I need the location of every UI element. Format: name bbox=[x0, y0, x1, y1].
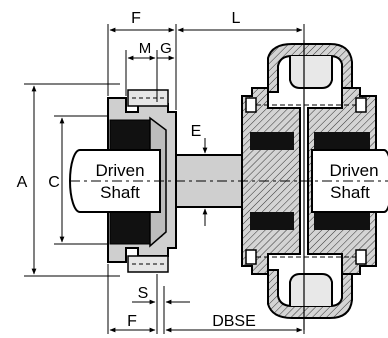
right-shaft-label-line1: Driven bbox=[329, 161, 378, 180]
left-shaft-label-line1: Driven bbox=[95, 161, 144, 180]
label-c: C bbox=[48, 174, 60, 191]
label-g: G bbox=[160, 40, 172, 57]
label-m: M bbox=[139, 40, 152, 57]
label-e: E bbox=[191, 123, 202, 140]
label-l: L bbox=[232, 10, 241, 27]
label-dbse: DBSE bbox=[212, 313, 256, 330]
label-a: A bbox=[17, 174, 28, 191]
dimension-lines bbox=[24, 24, 305, 334]
right-shaft-label-line2: Shaft bbox=[330, 183, 370, 202]
left-shaft-label-line2: Shaft bbox=[100, 183, 140, 202]
label-s: S bbox=[138, 285, 149, 302]
label-f-bottom: F bbox=[127, 313, 137, 330]
right-coupling-section bbox=[241, 40, 377, 330]
label-f-top: F bbox=[131, 10, 141, 27]
